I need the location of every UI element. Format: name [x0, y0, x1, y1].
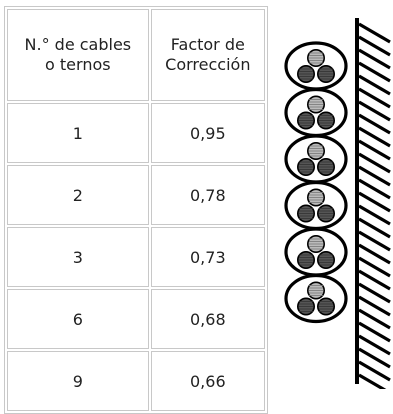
- cell-factor: 0,66: [150, 351, 265, 411]
- cell-factor: 0,95: [150, 103, 265, 163]
- cable-bundle: [284, 227, 348, 277]
- cable-bundle: [284, 41, 348, 91]
- wall-hatching: [358, 22, 391, 389]
- correction-factor-table-container: N.° de cables o ternos Factor de Correcc…: [4, 6, 268, 414]
- hatch-line: [358, 217, 391, 239]
- hatch-line: [358, 100, 391, 122]
- correction-factor-table: N.° de cables o ternos Factor de Correcc…: [4, 6, 268, 414]
- cell-cables: 9: [7, 351, 149, 411]
- header-cables-line1: N.° de cables: [24, 35, 132, 54]
- hatch-line: [358, 321, 391, 343]
- wall-line: [355, 18, 359, 384]
- hatch-line: [358, 48, 391, 70]
- table-row: 3 0,73: [7, 227, 265, 287]
- cell-cables: 2: [7, 165, 149, 225]
- hatch-line: [358, 243, 391, 265]
- header-factor-line2: Corrección: [165, 55, 251, 74]
- cable-bundle: [284, 134, 348, 184]
- hatch-line: [358, 360, 391, 382]
- hatch-line: [358, 126, 391, 148]
- header-cables-line2: o ternos: [45, 55, 111, 74]
- table-row: 1 0,95: [7, 103, 265, 163]
- hatch-line: [358, 178, 391, 200]
- table-row: 6 0,68: [7, 289, 265, 349]
- table-header-row: N.° de cables o ternos Factor de Correcc…: [7, 9, 265, 101]
- hatch-line: [358, 152, 391, 174]
- cables-on-wall-diagram: [284, 18, 391, 389]
- hatch-line: [358, 61, 391, 83]
- hatch-line: [358, 165, 391, 187]
- cable-bundle: [284, 87, 348, 138]
- cell-cables: 6: [7, 289, 149, 349]
- hatch-line: [358, 230, 391, 252]
- hatch-line: [358, 139, 391, 161]
- hatch-line: [358, 269, 391, 291]
- table-row: 9 0,66: [7, 351, 265, 411]
- hatch-line: [358, 373, 387, 389]
- cell-cables: 1: [7, 103, 149, 163]
- cable-stack: [284, 41, 348, 324]
- hatch-line: [358, 347, 391, 369]
- hatch-line: [358, 334, 391, 356]
- hatch-line: [358, 22, 391, 44]
- hatch-line: [358, 308, 391, 330]
- hatch-line: [358, 35, 391, 57]
- hatch-line: [358, 282, 391, 304]
- cable-bundle: [284, 273, 348, 324]
- hatch-line: [358, 204, 391, 226]
- cell-factor: 0,73: [150, 227, 265, 287]
- cable-bundle: [284, 180, 348, 231]
- header-factor: Factor de Corrección: [150, 9, 265, 101]
- header-factor-line1: Factor de: [170, 35, 245, 54]
- cell-factor: 0,78: [150, 165, 265, 225]
- cell-cables: 3: [7, 227, 149, 287]
- hatch-line: [358, 256, 391, 278]
- hatch-line: [358, 74, 391, 96]
- hatch-line: [358, 191, 391, 213]
- table-row: 2 0,78: [7, 165, 265, 225]
- hatch-line: [358, 87, 391, 109]
- hatch-line: [358, 113, 391, 135]
- cell-factor: 0,68: [150, 289, 265, 349]
- hatch-line: [358, 295, 391, 317]
- header-cables: N.° de cables o ternos: [7, 9, 149, 101]
